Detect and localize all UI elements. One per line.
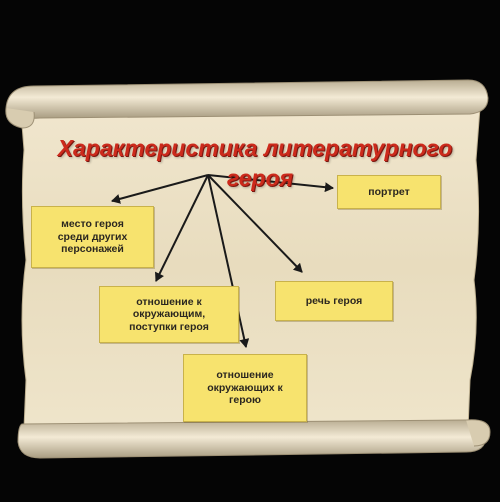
arrow-to-relation: [155, 174, 209, 282]
box-portrait: портрет: [337, 175, 441, 209]
box-others: отношение окружающих к герою: [183, 354, 307, 422]
arrow-to-others: [207, 174, 250, 348]
box-relation-label: отношение к окружающим, поступки героя: [129, 295, 209, 333]
box-place-label: место героя среди других персонажей: [57, 218, 128, 256]
box-speech: речь героя: [275, 281, 393, 321]
box-place: место героя среди других персонажей: [31, 206, 154, 268]
box-speech-label: речь героя: [305, 294, 363, 307]
box-portrait-label: портрет: [368, 185, 410, 198]
arrows: [111, 174, 334, 348]
title-line-2: героя: [226, 165, 294, 191]
title-line-1: Характеристика литературного: [57, 135, 453, 161]
arrow-to-portrait: [207, 174, 334, 193]
scroll-bottom-roll: [17, 419, 487, 459]
arrow-to-speech: [207, 174, 303, 273]
box-relation: отношение к окружающим, поступки героя: [99, 286, 239, 343]
box-others-label: отношение окружающих к герою: [207, 369, 283, 407]
arrow-to-place: [111, 174, 209, 204]
diagram-title: Характеристика литературного героя: [30, 103, 480, 223]
